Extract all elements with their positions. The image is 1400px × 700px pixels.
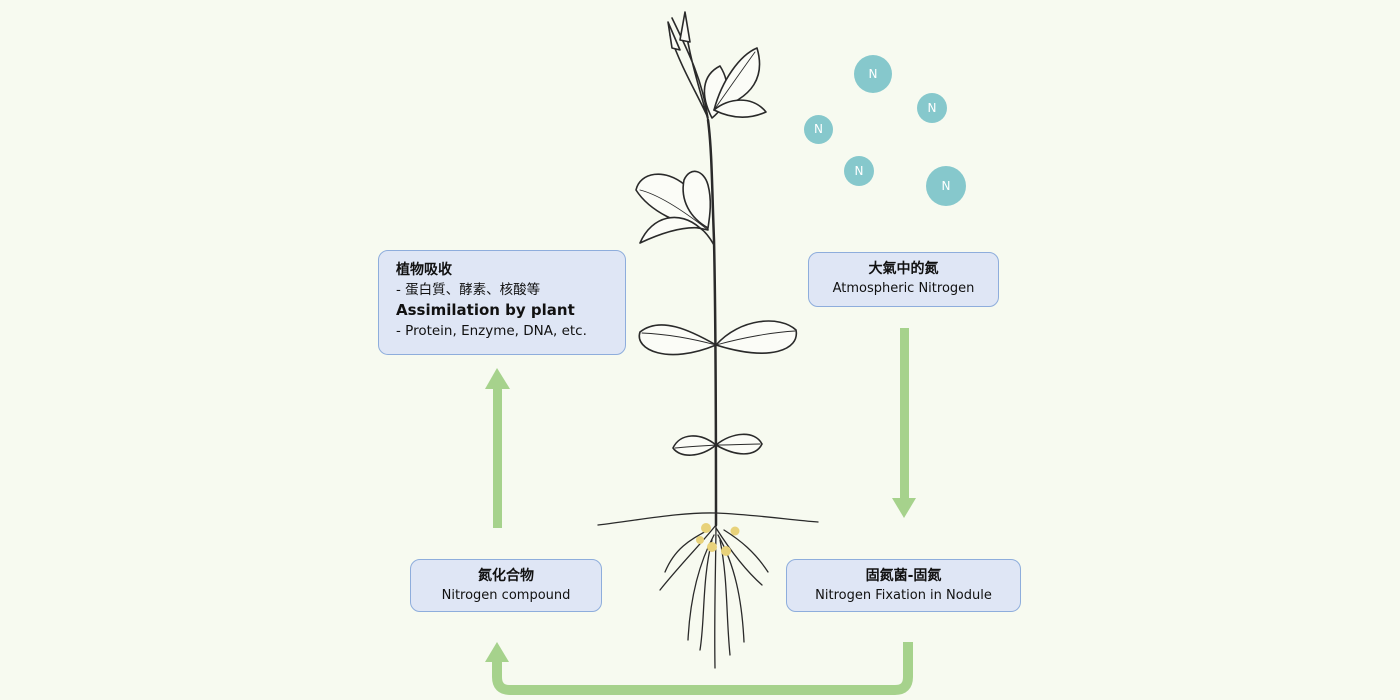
plant-stem <box>706 118 718 527</box>
nitrogen-compound-en: Nitrogen compound <box>441 588 571 603</box>
soil-line <box>597 512 819 526</box>
atmospheric-nitrogen-zh: 大氣中的氮 <box>868 261 939 277</box>
plant-small-leaf-left <box>672 435 717 456</box>
arrow-bottom-fixation-to-compound <box>485 642 913 695</box>
plant-illustration <box>597 11 819 669</box>
nitrogen-fixation-box: 固氮菌-固氮 Nitrogen Fixation in Nodule <box>786 559 1021 612</box>
nitrogen-atom-5: N <box>926 166 966 206</box>
assimilation-zh-sub: - 蛋白質、酵素、核酸等 <box>396 282 541 298</box>
assimilation-box: 植物吸收 - 蛋白質、酵素、核酸等 Assimilation by plant … <box>378 250 626 355</box>
nitrogen-atom-1: N <box>854 55 892 93</box>
nitrogen-atom-4: N <box>844 156 874 186</box>
atmospheric-nitrogen-en: Atmospheric Nitrogen <box>832 281 975 296</box>
plant-mid-leaf-3 <box>639 216 701 244</box>
atmospheric-nitrogen-box: 大氣中的氮 Atmospheric Nitrogen <box>808 252 999 307</box>
plant-top-leaf-3 <box>713 99 767 118</box>
assimilation-en-sub: - Protein, Enzyme, DNA, etc. <box>396 323 587 339</box>
assimilation-zh: 植物吸收 <box>396 262 452 278</box>
root-nodules <box>696 523 740 556</box>
nitrogen-compound-zh: 氮化合物 <box>478 568 534 584</box>
arrow-down-atmos-to-fixation <box>892 328 916 518</box>
plant-large-leaf-right <box>715 320 798 354</box>
assimilation-en: Assimilation by plant <box>396 301 575 319</box>
nitrogen-compound-box: 氮化合物 Nitrogen compound <box>410 559 602 612</box>
nitrogen-atom-2: N <box>917 93 947 123</box>
arrow-up-compound-to-assimilation <box>485 368 510 528</box>
nitrogen-fixation-en: Nitrogen Fixation in Nodule <box>815 588 992 603</box>
plant-mid-leaf-2 <box>682 170 712 229</box>
nitrogen-atom-3: N <box>804 115 833 144</box>
nitrogen-fixation-zh: 固氮菌-固氮 <box>865 568 942 584</box>
plant-roots <box>659 519 769 669</box>
plant-large-leaf-left <box>638 324 717 356</box>
